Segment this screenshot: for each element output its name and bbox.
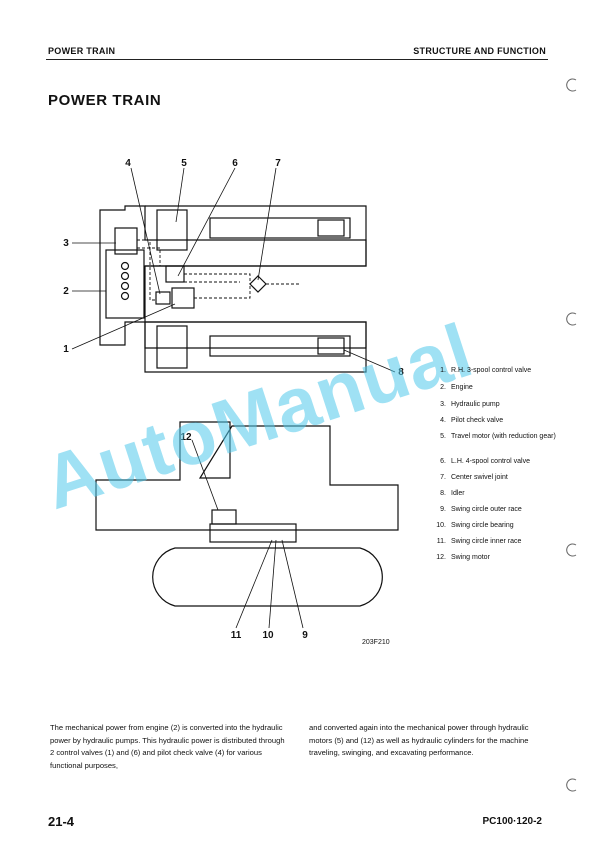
legend-item: 11.Swing circle inner race [436, 538, 522, 545]
callout-4: 4 [125, 158, 131, 169]
callout-5: 5 [181, 158, 187, 169]
callout-8: 8 [398, 367, 404, 378]
model-number: PC100·120-2 [482, 816, 542, 827]
binding-hole-mark-icon [566, 312, 577, 326]
upper-structure-outline [95, 421, 399, 531]
callout-6: 6 [232, 158, 238, 169]
callout-11: 11 [231, 630, 242, 641]
body-paragraph-right: and converted again into the mechanical … [309, 723, 529, 758]
swing-motor [211, 509, 237, 525]
rh-travel-motor [156, 325, 188, 369]
callout-10: 10 [262, 630, 274, 641]
header-rule [46, 59, 548, 60]
callout-3: 3 [63, 238, 69, 249]
lh-track-frame [145, 205, 367, 267]
lh-travel-motor [156, 209, 188, 251]
rh-idler [317, 337, 345, 355]
binding-hole-mark-icon [566, 778, 577, 792]
power-train-diagram: 4 5 6 7 3 2 1 8 12 11 10 9 203F210 [63, 158, 404, 646]
pilot-check-valve [155, 291, 171, 305]
page-number: 21-4 [48, 814, 75, 829]
center-swivel-joint [249, 275, 267, 293]
rh-track-inner [209, 335, 351, 357]
lh-idler [317, 219, 345, 237]
undercarriage-track [152, 547, 383, 607]
lh-track-inner [209, 217, 351, 239]
page-title: POWER TRAIN [48, 92, 162, 109]
body-paragraph-left: The mechanical power from engine (2) is … [50, 723, 285, 770]
rh-3-spool-control-valve [171, 287, 195, 309]
callout-7: 7 [275, 158, 281, 169]
callout-12: 12 [180, 432, 192, 443]
callout-2: 2 [63, 286, 69, 297]
legend-item: 10.Swing circle bearing [436, 522, 514, 529]
legend-item: 6.L.H. 4-spool control valve [440, 458, 530, 465]
binding-hole-mark-icon [566, 78, 577, 92]
swing-circle-assembly [209, 523, 297, 543]
legend-item: 7.Center swivel joint [440, 474, 508, 481]
callout-9: 9 [302, 630, 308, 641]
upper-frame-outline [99, 205, 367, 349]
running-header-section: POWER TRAIN [48, 46, 116, 56]
hydraulic-pump [114, 227, 138, 255]
legend-item: 3.Hydraulic pump [440, 401, 500, 408]
figure-id: 203F210 [362, 639, 390, 646]
legend-item: 2.Engine [440, 384, 473, 391]
rh-track-frame [144, 321, 367, 373]
legend-item: 4.Pilot check valve [440, 417, 504, 424]
legend-item: 1.R.H. 3-spool control valve [440, 367, 532, 374]
legend-item: 12.Swing motor [436, 554, 490, 561]
binding-hole-mark-icon [566, 543, 577, 557]
engine-block [105, 249, 145, 319]
lh-4-spool-control-valve [165, 265, 185, 283]
legend-item: 8.Idler [440, 490, 465, 497]
legend-item: 9.Swing circle outer race [440, 506, 522, 513]
callout-1: 1 [63, 344, 69, 355]
running-header-chapter: STRUCTURE AND FUNCTION [413, 46, 546, 56]
legend-item: 5.Travel motor (with reduction gear) [440, 433, 556, 440]
leader-lines [71, 167, 396, 629]
hydraulic-lines [137, 239, 300, 301]
